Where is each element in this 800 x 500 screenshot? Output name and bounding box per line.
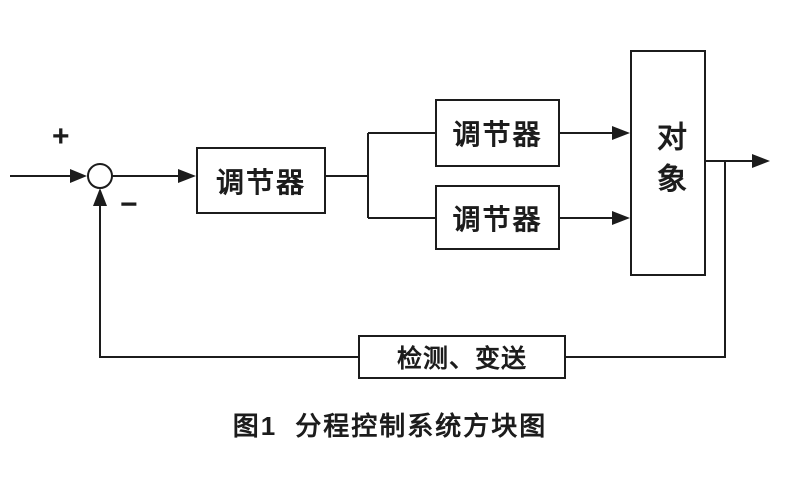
minus-sign: −: [120, 188, 138, 221]
block-lower-controller-label: 调节器: [452, 203, 543, 235]
block-upper-controller: 调节器: [435, 99, 560, 167]
feedback-line-left: [99, 206, 358, 358]
block-feedback-element: 检测、变送: [358, 335, 566, 379]
input-arrowhead-icon: [70, 169, 87, 183]
summing-junction-circle: [87, 163, 113, 189]
figure-caption: 图1 分程控制系统方块图: [160, 406, 620, 443]
lower-plant-arrowhead-icon: [612, 211, 630, 225]
block-plant-label: 对象: [652, 121, 685, 205]
block-feedback-element-label: 检测、变送: [396, 345, 527, 373]
output-arrowhead-icon: [752, 154, 770, 168]
caption-title: 分程控制系统方块图: [295, 411, 548, 441]
block-plant: 对象: [630, 50, 706, 276]
block-lower-controller: 调节器: [435, 185, 560, 250]
block-upper-controller-label: 调节器: [452, 119, 543, 150]
plus-sign: +: [52, 120, 70, 153]
block-main-controller: 调节器: [196, 147, 326, 214]
feedback-line-right: [566, 161, 726, 358]
controller-arrowhead-icon: [178, 169, 196, 183]
block-main-controller-label: 调节器: [215, 166, 306, 198]
caption-number: 图1: [232, 411, 278, 441]
upper-plant-arrowhead-icon: [612, 126, 630, 140]
feedback-arrowhead-icon: [93, 188, 107, 206]
